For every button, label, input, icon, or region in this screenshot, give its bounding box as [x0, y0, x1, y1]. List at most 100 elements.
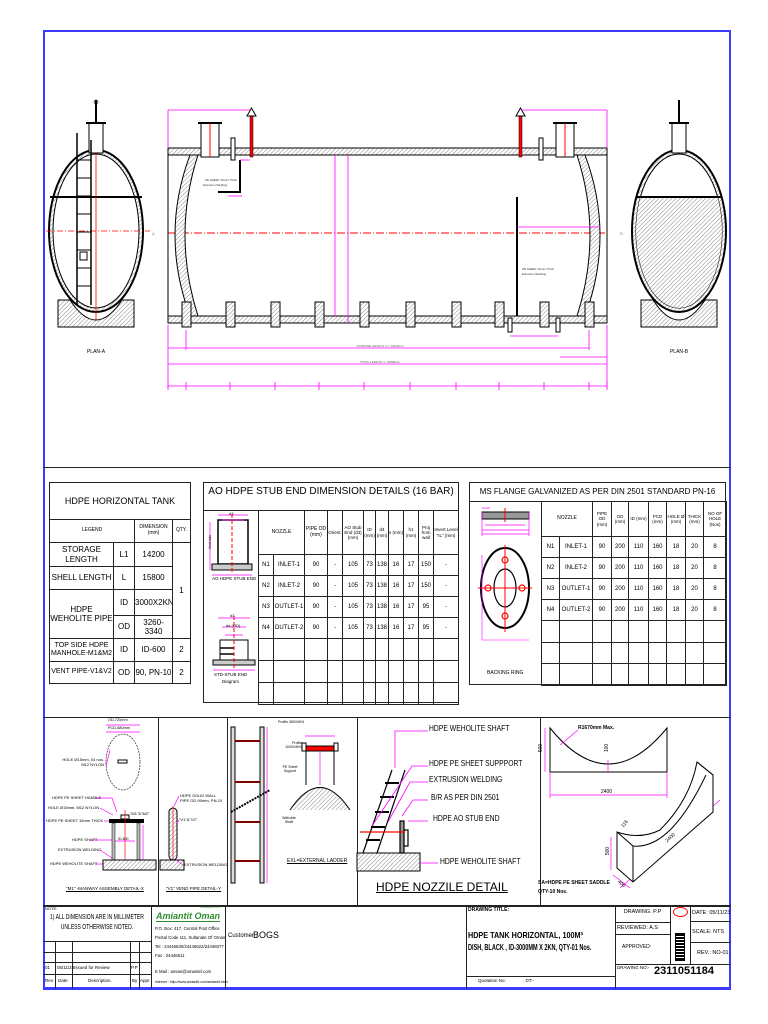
nozzle-label: HDPE AO STUB END [433, 814, 500, 823]
divider [670, 905, 671, 964]
stub-table-title: AO HDPE STUB END DIMENSION DETAILS (16 B… [208, 486, 454, 497]
da-label: da (OD) [226, 623, 241, 628]
pe-sheet-note: PE SHEET 20mm Thick [205, 178, 237, 182]
divider [225, 905, 226, 989]
by-header: By [132, 978, 138, 983]
empty-table-row [541, 620, 728, 643]
nozzle-name-cell: OUTLET-2 [558, 599, 594, 621]
saddle-depth-label: 100 [604, 743, 611, 753]
legend-cell: HDPE WEHOLITE PIPE [49, 589, 114, 639]
customer-label: Customer : [228, 933, 258, 939]
quotation-label: Quotation No: [478, 978, 506, 983]
drawing-title-line2: DISH, BLACK , ID-3000MM X 2KN, QTY-01 No… [468, 943, 592, 952]
ladder-support-label: PE Sheet Support [282, 765, 298, 773]
divider [615, 964, 731, 965]
section-mark-a: A [152, 231, 155, 236]
manway-caption: "M1" -MANWAY ASSEMBLY DETAIL-X [66, 886, 144, 891]
pe-sheet-note: PE SHEET 20mm Thick [522, 267, 554, 271]
nozzle-label: HDPE WEHOLITE SHAFT [429, 724, 510, 733]
manway-od-label: OD-720mm [108, 718, 128, 722]
vent-caption: "V1" VEND PIPE DETAIL-Y [166, 886, 222, 891]
qr-code-icon [675, 933, 685, 961]
vent-pipe-label: HDPE SOLID WALL PIPE OD-90mm, PN-10 [180, 793, 223, 803]
stub-end-table: NOZZLE PIPE OD (mm) Orient. AO Stub End … [257, 510, 460, 705]
drawing-scale: SCALE: NTS [692, 929, 725, 935]
nozzle-detail-caption: HDPE NOZZILE DETAIL [376, 880, 508, 894]
drawing-title-line1: HDPE TANK HORIZONTAL, 100M³ [468, 930, 583, 940]
saddle-height-label: 500 [538, 743, 545, 753]
ladder-shaft-label: Weholite Shaft [282, 816, 296, 824]
drawing-no-label: DRAWING NO:- [617, 965, 650, 970]
header-invert-level: Invert Level "IL" (mm) [433, 510, 460, 555]
header-no-of-hole: NO OF HOLE (Nos) [703, 501, 728, 537]
ladder-profile2-label: Profile 1000X4KN [285, 741, 302, 749]
divider [227, 717, 228, 905]
approved-by: APPROVED: [622, 944, 652, 950]
company-logo: Amiantit Oman [156, 911, 221, 922]
manway-pcd-label: PCD-680mm [108, 726, 130, 730]
drawing-frame [43, 30, 731, 990]
manway-hole-label: HOLE Ø15mm, M12 NYLON [48, 805, 100, 810]
tank-general-arrangement: PLAN-A PLAN-B STORAGE LENGTH 'L1' 14200m… [46, 99, 727, 390]
divider [690, 942, 731, 943]
manway-hole-note: HOLE Ø15mm, 04 nos. M12 NYLON [62, 757, 104, 767]
d3-label: d3 [229, 511, 234, 516]
company-logo-suffix: Company L.L.C. [200, 905, 222, 909]
divider [466, 976, 615, 977]
divider [55, 941, 56, 989]
manway-handle-label: HDPE PE SHEET HANDLE [52, 795, 102, 800]
drawing-date: DATE: 05/11/23 [692, 910, 731, 916]
divider [130, 941, 131, 989]
customer-name: BOGS [253, 930, 280, 940]
plan-b-label: PLAN-B [670, 349, 689, 355]
qty-cell: 2 [172, 661, 191, 684]
divider [690, 921, 731, 922]
plan-a-label: PLAN-A [87, 349, 106, 355]
end-view-a [46, 99, 150, 328]
company-internet: Internet : http://www.amiantit.com/amian… [155, 980, 228, 984]
flange-table-title: MS FLANGE GALVANIZED AS PER DIN 2501 STA… [479, 487, 716, 496]
approval-stamp [673, 907, 688, 917]
divider [43, 952, 151, 953]
empty-table-row [258, 682, 460, 705]
company-address1: P.O. Box: 417, Central Post Office [155, 926, 220, 931]
divider [151, 905, 152, 989]
saddle-radius-label: R1670mm Max. [578, 725, 615, 731]
section-divider [43, 467, 731, 468]
ladder-caption: EXL=EXTERNAL LADDER [287, 858, 348, 864]
manway-shaft-label: HDPE SHAFT [72, 837, 98, 842]
ladder-a [76, 133, 92, 305]
nozzle-label: HDPE PE SHEET SUPPPORT [429, 759, 523, 768]
d3-label: d3 [230, 613, 235, 618]
stub-end-diagram [209, 514, 256, 671]
manway-tag: "M1"&"M2" [130, 811, 150, 816]
drawing-revision: REV.: NO-01 [697, 950, 729, 956]
divider [357, 717, 358, 905]
manway-welding-label: EXTRUSION WELDING [58, 847, 102, 852]
divider [72, 941, 73, 989]
empty-table-row [541, 663, 728, 686]
tank-side-view [167, 106, 608, 333]
empty-cell [558, 663, 594, 686]
legend-cell: SHELL LENGTH [49, 566, 114, 590]
total-length-dimension: TOTAL LENGTH 'L' 15800mm [360, 360, 401, 364]
value-cell: 200 [611, 599, 630, 621]
revision-by: P.P [131, 965, 138, 970]
saddle-caption: SA=HDPE PE SHEET SADDLE [538, 880, 610, 886]
date-header: Date. [58, 978, 69, 983]
nozzle-label: HDPE WEHOLITE SHAFT [440, 857, 521, 866]
empty-cell [703, 663, 728, 686]
divider [466, 905, 467, 989]
description-header: Description. [88, 978, 112, 983]
divider [43, 962, 151, 963]
empty-cell [433, 682, 460, 705]
company-email: E Mail : amian@omantel.com [155, 969, 212, 974]
header-hole: HOLE Ø (mm) [666, 501, 687, 537]
dimension-lines [167, 109, 608, 390]
divider [690, 905, 691, 964]
